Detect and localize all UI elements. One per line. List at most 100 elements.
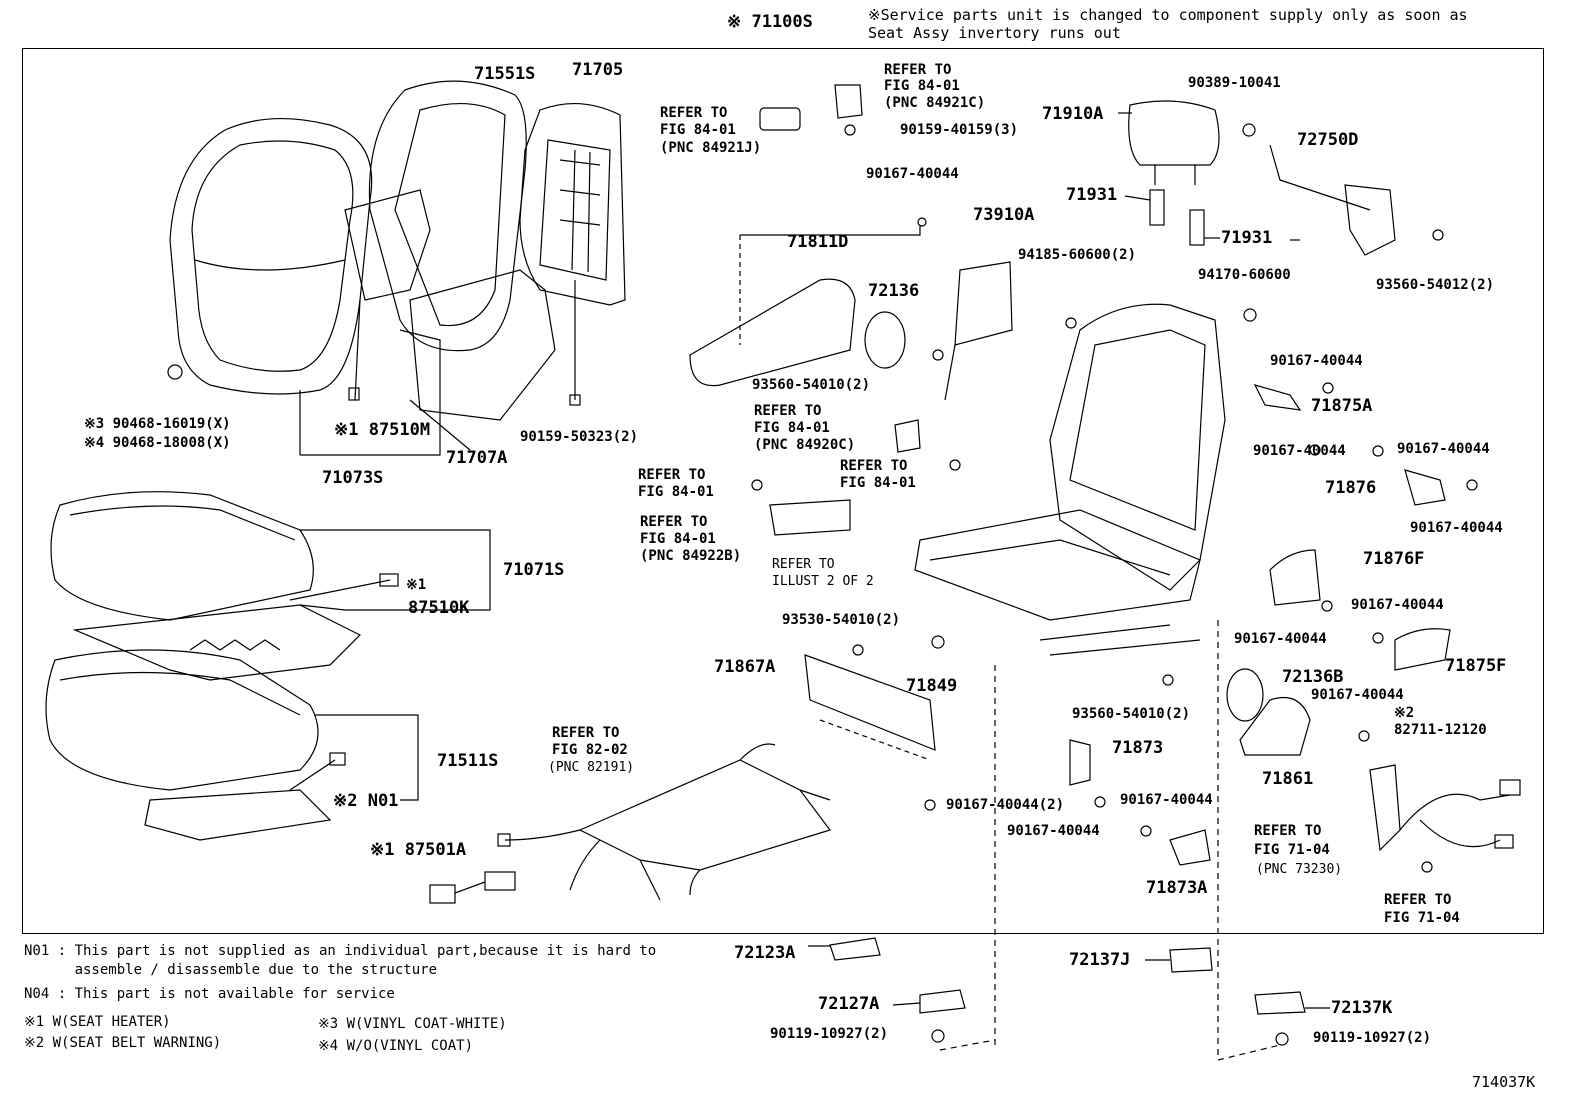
label-71073S: 71073S bbox=[322, 468, 384, 488]
label-87510K: 87510K bbox=[408, 598, 470, 618]
seatback-pad-drawing bbox=[344, 80, 527, 401]
label-71876F: 71876F bbox=[1363, 549, 1425, 569]
cover-71875F-drawing bbox=[1394, 628, 1451, 671]
label-72127A: 72127A bbox=[818, 994, 880, 1014]
label-90167-40044-b: 90167-40044 bbox=[1270, 353, 1363, 369]
refer-82-02-3: (PNC 82191) bbox=[548, 760, 635, 775]
label-90167-40044-c: 90167-40044 bbox=[1253, 443, 1346, 459]
label-71867A: 71867A bbox=[714, 657, 776, 677]
cover-72127A-drawing bbox=[919, 989, 966, 1014]
side-cover-drawing bbox=[689, 217, 927, 387]
refer-71-04b-1: REFER TO bbox=[1384, 892, 1452, 908]
refer-84922B-3: (PNC 84922B) bbox=[640, 548, 742, 564]
label-90167-40044-j: 90167-40044 bbox=[1007, 823, 1100, 839]
label-73910A: 73910A bbox=[973, 205, 1035, 225]
switch-84920C-drawing bbox=[894, 419, 921, 453]
label-mark3: ※3 90468-16019(X) bbox=[84, 416, 231, 432]
label-71811D: 71811D bbox=[787, 232, 849, 252]
switch-84921J-drawing bbox=[759, 107, 801, 131]
note-n01-line2: assemble / disassemble due to the struct… bbox=[24, 962, 438, 978]
note-n04: N04 : This part is not available for ser… bbox=[24, 986, 395, 1002]
mark2-a: ※2 bbox=[1394, 705, 1415, 721]
cover-71876-drawing bbox=[1404, 469, 1446, 506]
label-71071S: 71071S bbox=[503, 560, 565, 580]
seat-frame-drawing bbox=[914, 303, 1226, 656]
heater-mat-drawing bbox=[72, 604, 362, 681]
lever-72750D-drawing bbox=[1269, 144, 1371, 211]
label-71511S: 71511S bbox=[437, 751, 499, 771]
label-mark4: ※4 90468-18008(X) bbox=[84, 435, 231, 451]
label-93560-54010-a: 93560-54010(2) bbox=[752, 377, 871, 393]
label-82711-12120: 82711-12120 bbox=[1394, 722, 1487, 738]
diagram-frame bbox=[22, 48, 1544, 934]
back-board-drawing bbox=[409, 269, 556, 421]
refer-84-b-2: FIG 84-01 bbox=[840, 475, 916, 491]
label-71875F: 71875F bbox=[1445, 656, 1507, 676]
refer-71-04a-1: REFER TO bbox=[1254, 823, 1322, 839]
refer-illust-1: REFER TO bbox=[772, 557, 835, 572]
switch-84922B-drawing bbox=[769, 499, 851, 536]
refer-84-b-1: REFER TO bbox=[840, 458, 908, 474]
label-71707A: 71707A bbox=[446, 448, 508, 468]
seat-cushion-pad-drawing bbox=[45, 649, 419, 841]
label-71910A: 71910A bbox=[1042, 104, 1104, 124]
seatback-board-drawing bbox=[519, 103, 626, 406]
cover-71861-drawing bbox=[1239, 696, 1311, 756]
label-72750D: 72750D bbox=[1297, 130, 1359, 150]
label-N01: ※2 N01 bbox=[333, 791, 399, 811]
label-71849: 71849 bbox=[906, 676, 958, 696]
label-71931-a: 71931 bbox=[1066, 185, 1118, 205]
label-90389-10041: 90389-10041 bbox=[1188, 75, 1281, 91]
cover-71876F-drawing bbox=[1269, 549, 1321, 606]
refer-82-02-2: FIG 82-02 bbox=[552, 742, 628, 758]
service-note-line2: Seat Assy invertory runs out bbox=[868, 24, 1121, 42]
label-71861: 71861 bbox=[1262, 769, 1314, 789]
label-90167-40044-f: 90167-40044 bbox=[1351, 597, 1444, 613]
label-94170-60600: 94170-60600 bbox=[1198, 267, 1291, 283]
label-90159-50323: 90159-50323(2) bbox=[520, 429, 639, 445]
refer-84922B-2: FIG 84-01 bbox=[640, 531, 716, 547]
refer-84920C-2: FIG 84-01 bbox=[754, 420, 830, 436]
refer-84921C-1: REFER TO bbox=[884, 62, 952, 78]
label-90167-40044-e: 90167-40044 bbox=[1410, 520, 1503, 536]
label-71551S: 71551S bbox=[474, 64, 536, 84]
knob-72136B-drawing bbox=[1226, 668, 1264, 722]
bracket-71873-drawing bbox=[1069, 739, 1091, 786]
label-94185-60600: 94185-60600(2) bbox=[1018, 247, 1137, 263]
headrest-drawing bbox=[1128, 100, 1220, 166]
label-71876: 71876 bbox=[1325, 478, 1377, 498]
figure-id: 714037K bbox=[1472, 1073, 1536, 1091]
label-90119-10927-a: 90119-10927(2) bbox=[770, 1026, 889, 1042]
note-mark1: ※1 W(SEAT HEATER) bbox=[24, 1014, 171, 1030]
bracket-71873A-drawing bbox=[1169, 829, 1211, 866]
refer-84921J-2: FIG 84-01 bbox=[660, 122, 736, 138]
label-87510M: ※1 87510M bbox=[334, 420, 431, 440]
label-90167-40044-i: 90167-40044 bbox=[1120, 792, 1213, 808]
refer-84920C-1: REFER TO bbox=[754, 403, 822, 419]
cover-71875A-drawing bbox=[1253, 384, 1302, 411]
refer-illust-2: ILLUST 2 OF 2 bbox=[772, 574, 874, 589]
label-71705: 71705 bbox=[572, 60, 624, 80]
label-90159-40159: 90159-40159(3) bbox=[900, 122, 1019, 138]
label-90167-40044-a: 90167-40044 bbox=[866, 166, 959, 182]
label-90167-40044-g: 90167-40044 bbox=[1234, 631, 1327, 647]
refer-71-04a-3: (PNC 73230) bbox=[1256, 862, 1343, 877]
refer-84921J-1: REFER TO bbox=[660, 105, 728, 121]
label-90167-40044-d: 90167-40044 bbox=[1397, 441, 1490, 457]
refer-84922B-1: REFER TO bbox=[640, 514, 708, 530]
refer-84-c-2: FIG 84-01 bbox=[638, 484, 714, 500]
note-mark2: ※2 W(SEAT BELT WARNING) bbox=[24, 1035, 222, 1051]
note-n01-line1: N01 : This part is not supplied as an in… bbox=[24, 943, 657, 959]
cover-72137J-drawing bbox=[1169, 947, 1213, 973]
refer-84921C-2: FIG 84-01 bbox=[884, 78, 960, 94]
label-87501A: ※1 87501A bbox=[370, 840, 467, 860]
refer-84921J-3: (PNC 84921J) bbox=[660, 140, 762, 156]
refer-84921C-3: (PNC 84921C) bbox=[884, 95, 986, 111]
label-71931-b: 71931 bbox=[1221, 228, 1273, 248]
buckle-drawing bbox=[1369, 764, 1401, 852]
service-note-line1: ※Service parts unit is changed to compon… bbox=[868, 6, 1468, 24]
label-71873A: 71873A bbox=[1146, 878, 1208, 898]
refer-84920C-3: (PNC 84920C) bbox=[754, 437, 856, 453]
seatback-cover-drawing bbox=[169, 117, 373, 455]
